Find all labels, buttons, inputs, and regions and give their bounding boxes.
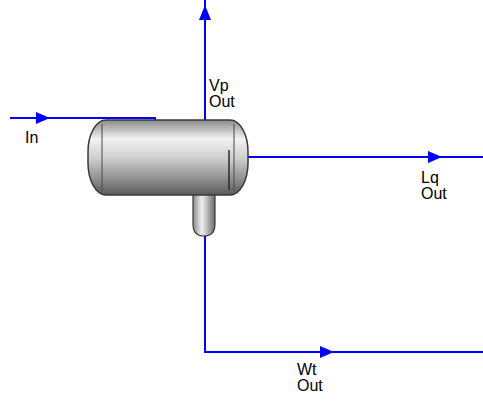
weir-plate (228, 150, 230, 190)
feed-stream-label: In (25, 130, 38, 146)
stream-lines (10, 0, 483, 352)
arrowheads (36, 5, 442, 358)
vapour-arrowhead (199, 5, 211, 20)
left-head-seam (102, 124, 103, 191)
water-stream-label: Wt Out (297, 362, 323, 394)
liquid-stream-label: Lq Out (421, 170, 447, 202)
feed-arrowhead (36, 112, 50, 124)
water-line (205, 234, 483, 352)
separator-vessel (88, 120, 248, 236)
water-boot (193, 192, 215, 236)
liquid-arrowhead (428, 151, 442, 163)
vapour-stream-label: Vp Out (209, 78, 235, 110)
liquid-line (248, 156, 483, 158)
vessel-drum (88, 120, 248, 195)
right-head-seam (234, 124, 235, 191)
water-arrowhead (320, 346, 334, 358)
